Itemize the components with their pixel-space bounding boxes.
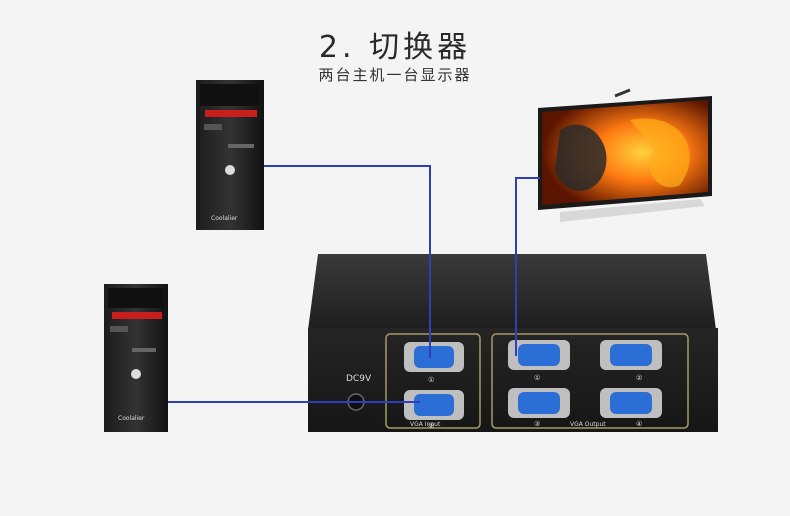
input-port-number: ②	[428, 422, 434, 430]
vga-port-output-1	[508, 340, 570, 370]
output-port-number: ①	[534, 374, 540, 382]
vga-port-output-4	[600, 388, 662, 418]
vga-port-input-1	[404, 342, 464, 372]
power-label: DC9V	[346, 374, 372, 384]
page-subtitle: 两台主机一台显示器	[318, 66, 472, 84]
vga-port-output-2	[600, 340, 662, 370]
input-port-number: ①	[428, 376, 434, 384]
output-port-number: ②	[636, 374, 642, 382]
output-port-number: ④	[636, 420, 642, 428]
page-title: 2. 切换器	[318, 30, 472, 65]
brand-label: Coolalier	[118, 415, 145, 422]
cable-monitor	[515, 177, 540, 356]
vga-input-label: VGA Input	[410, 421, 441, 428]
computer-1: Coolalier	[196, 80, 264, 230]
vga-port-input-2	[404, 390, 464, 420]
brand-label: Coolalier	[211, 215, 238, 222]
vga-port-output-3	[508, 388, 570, 418]
output-port-number: ③	[534, 420, 540, 428]
monitor	[538, 88, 712, 222]
cable-computer-1	[264, 165, 431, 358]
vga-cables	[168, 165, 540, 403]
vga-switch: DC9V VGA Input VGA Output ① ② ① ②	[308, 254, 718, 432]
vga-output-label: VGA Output	[570, 421, 606, 428]
computer-2: Coolalier	[104, 284, 168, 432]
